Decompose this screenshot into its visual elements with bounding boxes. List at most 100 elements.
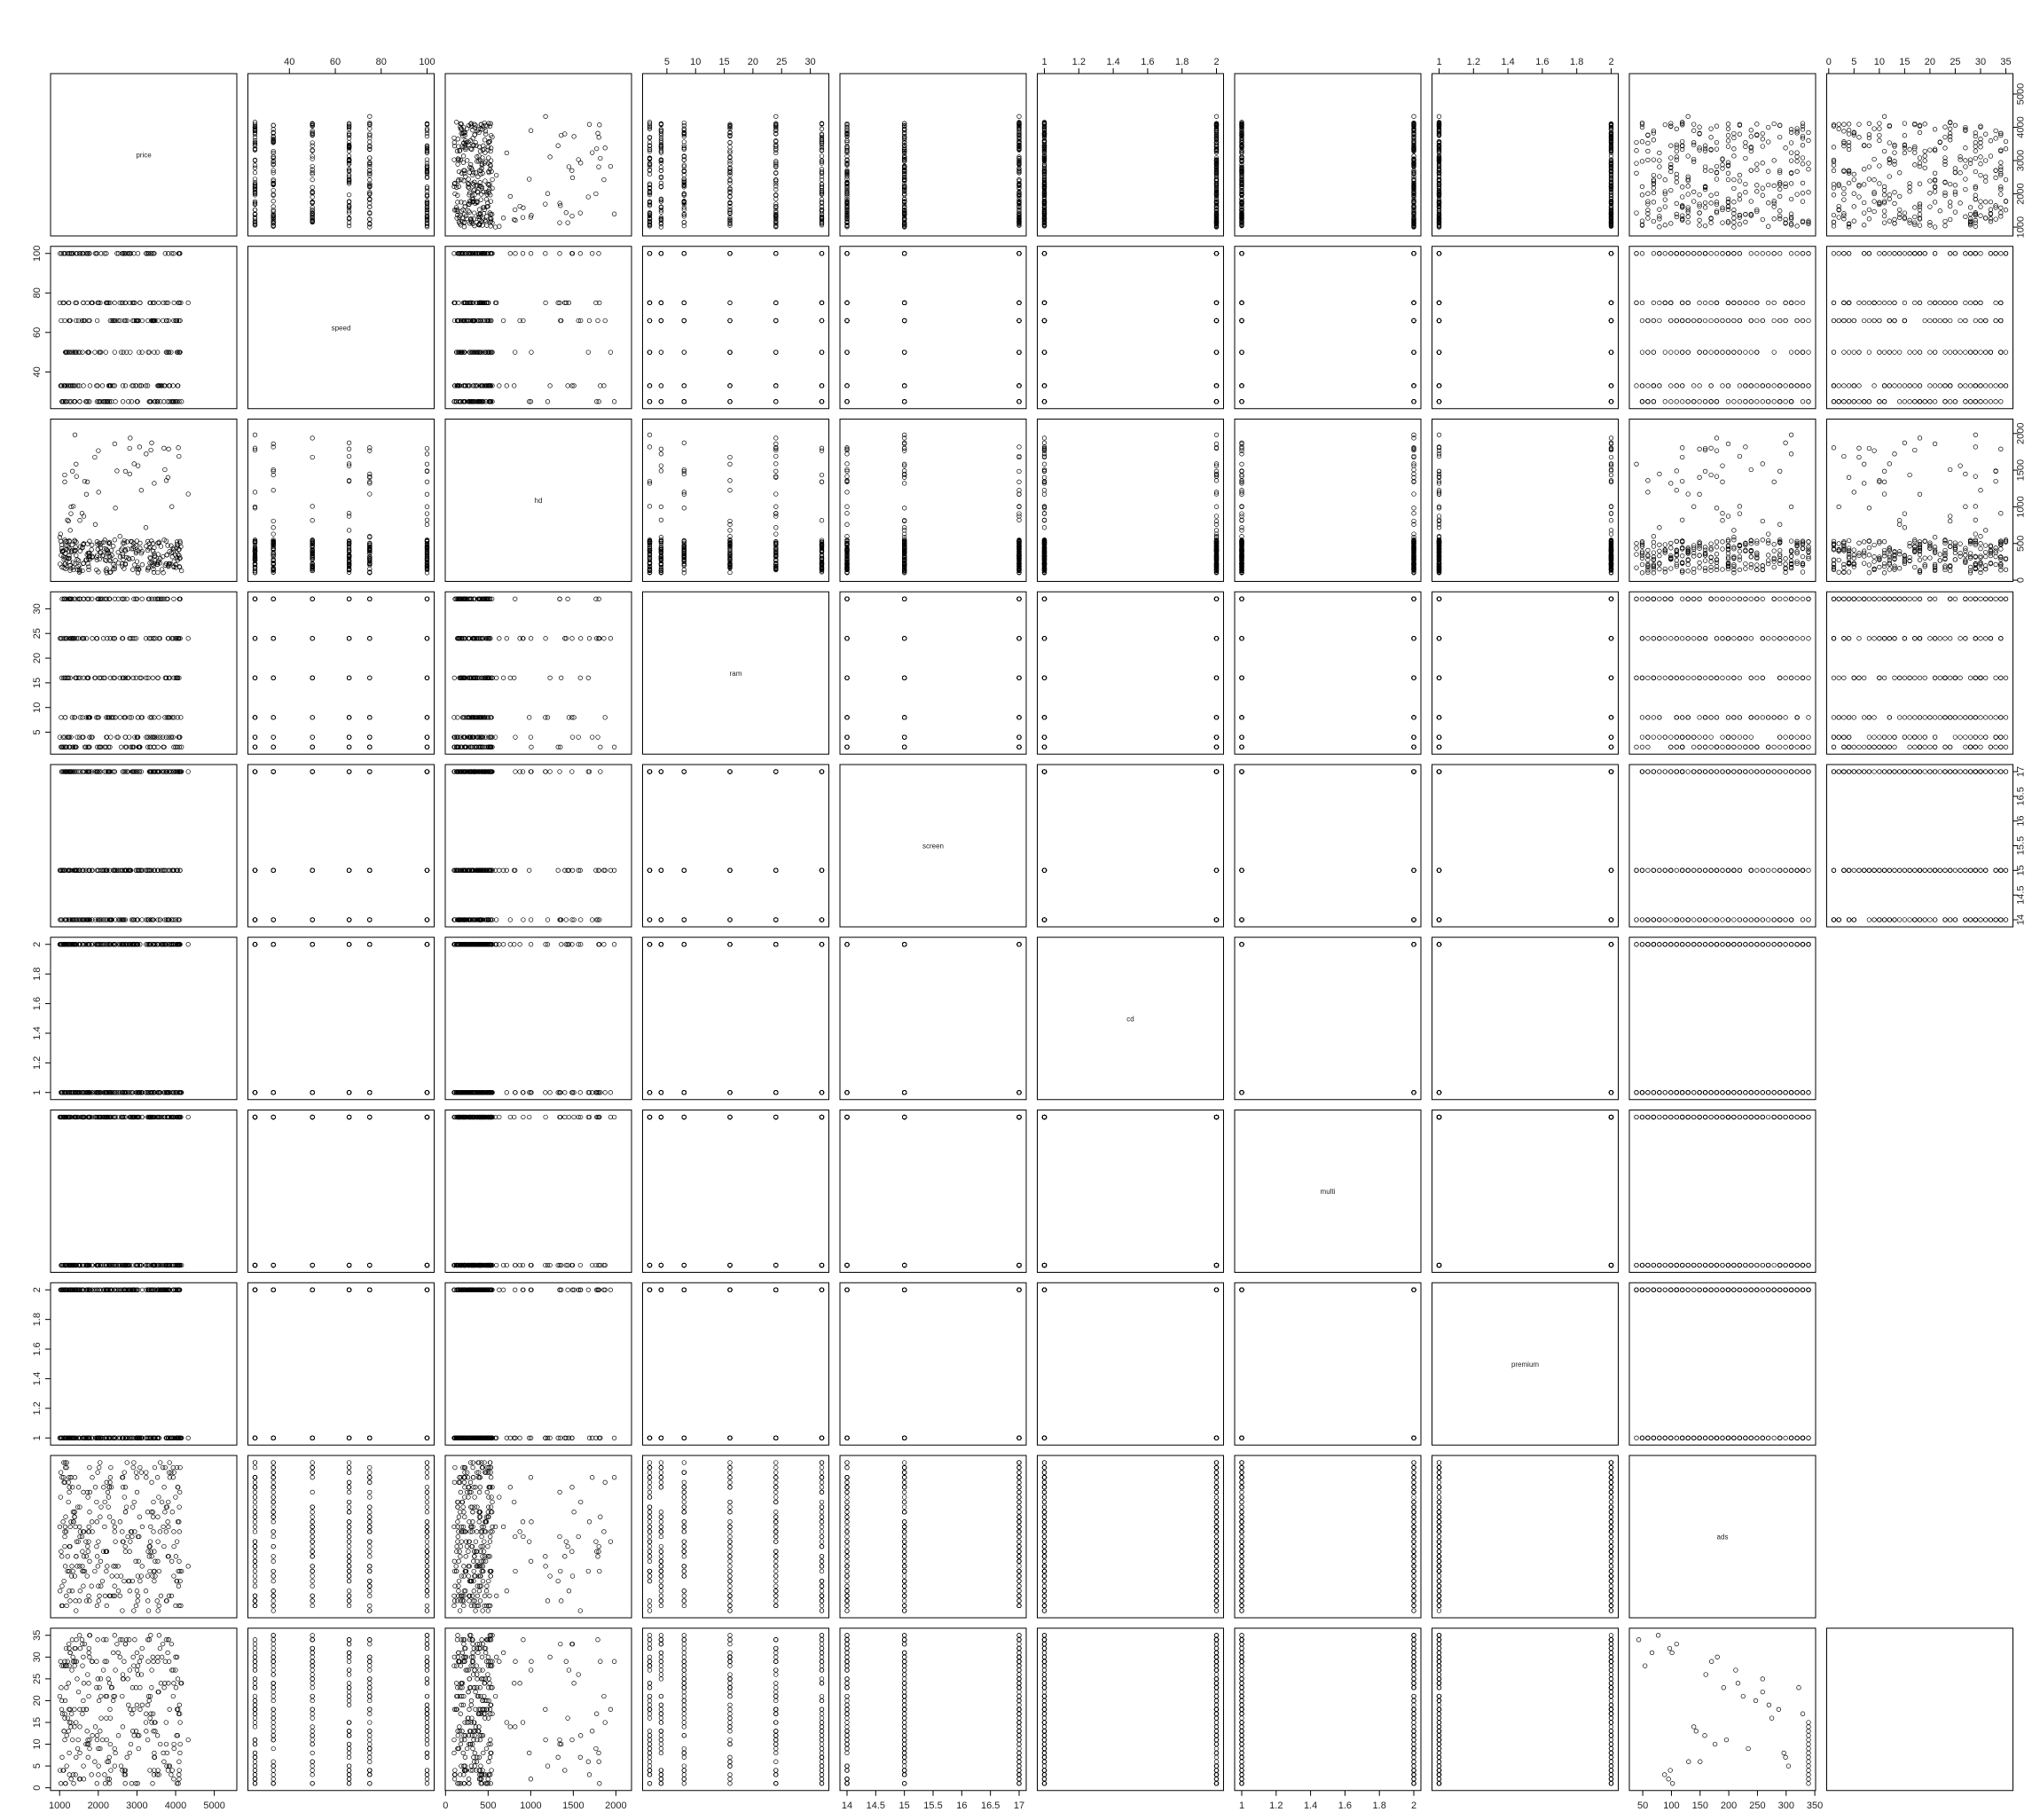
data-point	[1041, 318, 1047, 324]
data-point	[252, 122, 258, 127]
panel-frame	[1037, 73, 1224, 237]
data-point	[478, 126, 483, 131]
data-point	[1927, 191, 1933, 196]
data-point	[483, 150, 488, 155]
data-point	[1411, 349, 1416, 355]
data-point	[1800, 180, 1806, 186]
data-point	[1714, 123, 1720, 129]
data-point	[471, 170, 476, 176]
data-point	[1674, 179, 1679, 184]
data-point	[1877, 121, 1882, 126]
data-point	[74, 318, 79, 324]
data-point	[1783, 184, 1788, 190]
data-point	[1708, 220, 1714, 225]
data-point	[1963, 145, 1968, 151]
data-point	[1662, 204, 1667, 209]
data-point	[455, 137, 460, 142]
data-point	[1948, 216, 1953, 223]
data-point	[1639, 192, 1645, 198]
data-point	[1737, 122, 1743, 128]
panel-speed-vs-premium	[1432, 246, 1619, 410]
data-point	[480, 147, 485, 153]
panel-speed-vs-speed: speed	[247, 246, 435, 410]
data-point	[1836, 122, 1841, 127]
data-point	[557, 220, 562, 225]
data-point	[547, 154, 553, 160]
data-point	[1645, 199, 1651, 204]
data-point	[1800, 161, 1806, 167]
data-point	[424, 170, 430, 176]
data-point	[1922, 153, 1927, 159]
panel-frame	[839, 73, 1027, 237]
data-point	[462, 129, 467, 135]
data-point	[1213, 383, 1220, 388]
data-point	[1662, 122, 1667, 128]
data-point	[271, 150, 276, 156]
data-point	[1831, 192, 1837, 198]
data-point	[528, 128, 534, 133]
data-point	[1691, 199, 1697, 204]
data-point	[727, 383, 733, 388]
data-point	[424, 164, 430, 169]
data-point	[310, 123, 315, 129]
data-point	[1846, 128, 1852, 133]
panel-speed-vs-multi	[1234, 246, 1422, 410]
data-point	[1685, 219, 1691, 225]
data-point	[596, 251, 601, 256]
data-point	[1794, 154, 1800, 160]
data-point	[490, 185, 495, 191]
data-point	[451, 135, 457, 141]
data-point	[1645, 216, 1651, 221]
data-point	[1846, 146, 1852, 153]
data-point	[454, 120, 459, 125]
data-point	[1831, 181, 1837, 187]
data-point	[1748, 134, 1754, 139]
data-point	[1881, 148, 1887, 154]
data-point	[1806, 137, 1811, 144]
data-point	[252, 222, 258, 228]
data-point	[529, 213, 534, 218]
panel-price-vs-hd	[444, 73, 632, 237]
data-point	[681, 251, 687, 256]
data-point	[457, 221, 463, 226]
data-point	[1239, 349, 1244, 355]
data-point	[1725, 133, 1731, 138]
data-point	[468, 121, 474, 126]
data-point	[1978, 213, 1983, 218]
data-point	[1634, 139, 1639, 145]
data-point	[1720, 220, 1725, 225]
data-point	[1680, 194, 1685, 200]
data-point	[461, 220, 467, 225]
data-point	[1912, 122, 1918, 128]
data-point	[1948, 203, 1953, 209]
data-point	[424, 193, 430, 200]
data-point	[346, 145, 352, 151]
data-point	[486, 155, 491, 161]
data-point	[367, 183, 373, 188]
data-point	[346, 179, 352, 184]
data-point	[482, 161, 487, 166]
data-point	[1973, 192, 1978, 198]
data-point	[1714, 139, 1720, 145]
data-point	[844, 383, 850, 388]
data-point	[310, 177, 315, 183]
data-point	[566, 164, 572, 169]
data-point	[488, 148, 493, 154]
data-point	[81, 300, 86, 306]
data-point	[1862, 223, 1867, 228]
data-point	[1963, 186, 1968, 192]
data-point	[529, 349, 534, 355]
data-point	[819, 318, 825, 324]
data-point	[565, 383, 570, 388]
data-point	[727, 318, 733, 324]
data-point	[902, 383, 907, 388]
data-point	[310, 153, 315, 159]
data-point	[271, 129, 276, 135]
data-point	[367, 160, 373, 165]
data-point	[1743, 140, 1748, 145]
data-point	[252, 120, 258, 125]
data-point	[1932, 224, 1938, 230]
data-point	[1702, 200, 1708, 206]
panel-price-vs-multi	[1234, 73, 1422, 237]
data-point	[1922, 165, 1927, 170]
